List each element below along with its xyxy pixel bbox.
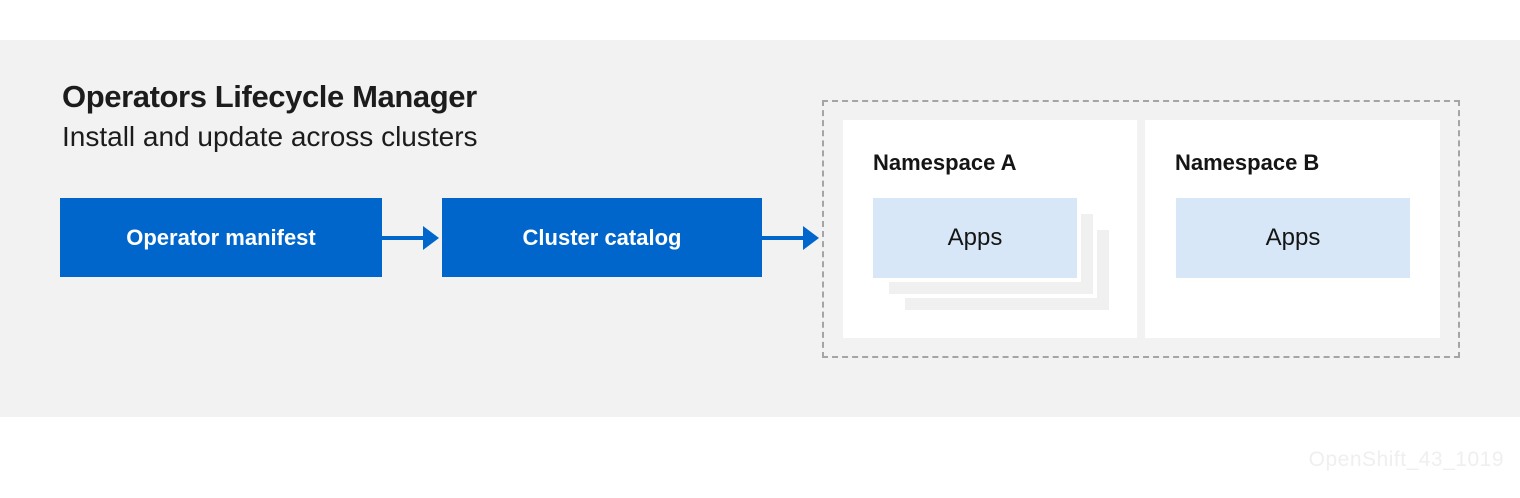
arrow-shaft — [762, 236, 805, 240]
arrow-right-icon — [423, 226, 439, 250]
apps-label: Apps — [1265, 224, 1321, 251]
operator-manifest-label: Operator manifest — [126, 224, 316, 250]
arrow-shaft — [382, 236, 425, 240]
page-title: Operators Lifecycle Manager — [62, 79, 477, 114]
apps-label: Apps — [947, 224, 1003, 251]
cluster-boundary — [822, 100, 1460, 358]
apps-box: Apps — [1176, 198, 1410, 278]
namespace-a-title: Namespace A — [873, 150, 1017, 175]
page-subtitle: Install and update across clusters — [62, 121, 478, 152]
watermark: OpenShift_43_1019 — [1308, 448, 1504, 471]
namespace-a-card: Namespace A Apps — [843, 120, 1137, 338]
flow-arrow-catalog-to-cluster — [762, 226, 819, 250]
arrow-right-icon — [803, 226, 819, 250]
cluster-catalog-node: Cluster catalog — [442, 198, 762, 277]
apps-box: Apps — [869, 194, 1081, 282]
flow-arrow-manifest-to-catalog — [382, 226, 439, 250]
operator-manifest-node: Operator manifest — [60, 198, 382, 277]
diagram-header: Operators Lifecycle Manager Install and … — [62, 80, 478, 152]
namespace-b-card: Namespace B Apps — [1145, 120, 1440, 338]
cluster-catalog-label: Cluster catalog — [522, 224, 682, 250]
namespace-b-title: Namespace B — [1175, 150, 1320, 175]
